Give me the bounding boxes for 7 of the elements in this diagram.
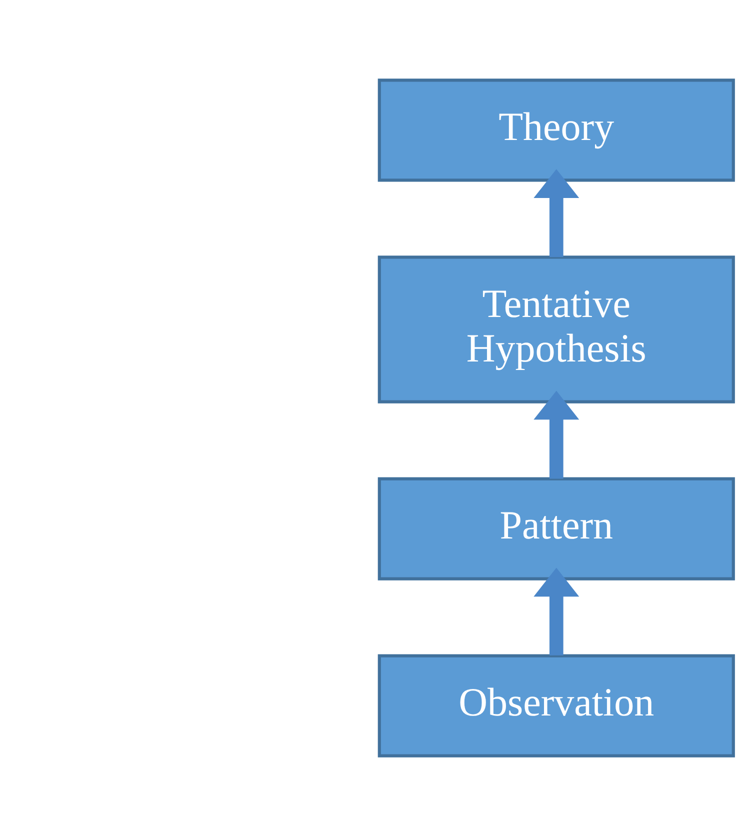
arrow <box>534 568 580 656</box>
node-box: Observation <box>378 654 735 758</box>
arrow <box>534 169 580 258</box>
arrow <box>534 390 580 479</box>
node-box: Tentative Hypothesis <box>378 256 735 404</box>
node-box: Theory <box>378 78 735 182</box>
node-box: Pattern <box>378 477 735 580</box>
